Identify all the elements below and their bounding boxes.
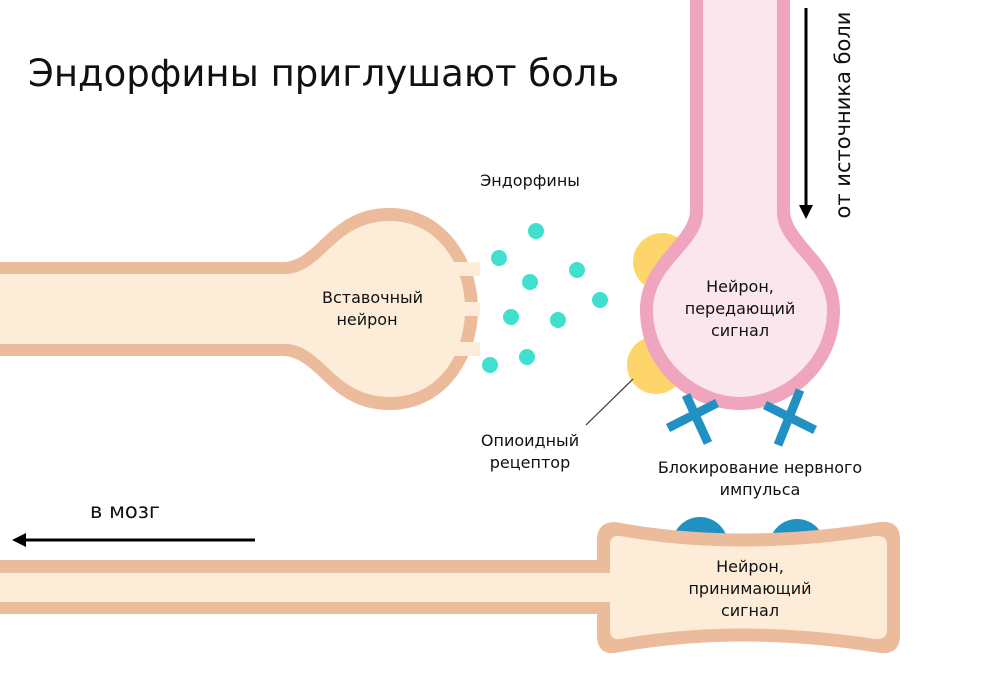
endorphin-dot bbox=[482, 357, 498, 373]
endorphin-particles bbox=[482, 223, 608, 373]
endorphin-dot bbox=[569, 262, 585, 278]
endorphin-dot bbox=[491, 250, 507, 266]
transmitting-neuron-label: Нейрон, передающий сигнал bbox=[684, 277, 796, 340]
page-title: Эндорфины приглушают боль bbox=[28, 52, 620, 95]
opioid-receptor-label: Опиоидный рецептор bbox=[480, 431, 580, 472]
from-pain-source-label: от источника боли bbox=[831, 11, 855, 219]
endorphin-dot bbox=[550, 312, 566, 328]
endorphin-dot bbox=[592, 292, 608, 308]
endorphin-dot bbox=[503, 309, 519, 325]
blocking-label: Блокирование нервного импульса bbox=[657, 458, 863, 499]
blocked-x-icon bbox=[665, 388, 818, 447]
transmitting-neuron bbox=[640, 0, 840, 410]
to-brain-arrow bbox=[12, 533, 255, 547]
receptor-leader-line bbox=[585, 378, 634, 426]
to-brain-label: в мозг bbox=[90, 499, 160, 523]
endorphins-label: Эндорфины bbox=[480, 171, 580, 190]
interneuron bbox=[0, 208, 480, 410]
interneuron-label: Вставочный нейрон bbox=[322, 288, 424, 329]
from-pain-arrow bbox=[799, 8, 813, 219]
receiving-neuron bbox=[0, 521, 900, 654]
receiving-neuron-label: Нейрон, принимающий сигнал bbox=[688, 557, 812, 620]
endorphin-dot bbox=[519, 349, 535, 365]
endorphin-dot bbox=[528, 223, 544, 239]
endorphin-dot bbox=[522, 274, 538, 290]
